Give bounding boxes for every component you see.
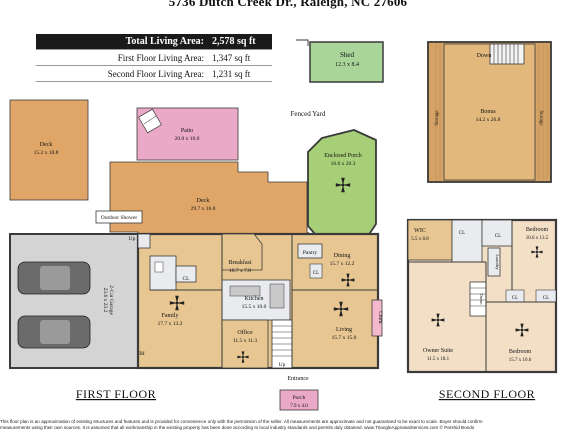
patio-furniture-icon: [138, 108, 162, 134]
bedroom-closet-label: CL: [543, 296, 549, 301]
shed-dims: 12.3 x 8.4: [335, 62, 359, 68]
footer-url[interactable]: www.TriangleAppraisalServices.com: [364, 425, 439, 430]
main-deck-dims: 29.7 x 16.8: [191, 206, 216, 212]
property-address: 5736 Dutch Creek Dr., Raleigh, NC 27606: [168, 0, 408, 9]
wic-label: WIC: [414, 228, 426, 234]
bedroom-top-dims: 10.6 x 13.5: [526, 236, 549, 241]
front-porch-area: [279, 389, 319, 411]
second-floor-area-row: Second Floor Living Area: 1,231 sq ft: [36, 65, 272, 82]
hall-closet-label: CL: [495, 234, 501, 239]
breakfast-dims: 10.7 x 7.8: [229, 268, 251, 274]
total-living-area-value: 2,578 sq ft: [208, 34, 272, 50]
dining-closet-label: CL: [313, 271, 319, 276]
enclosed-porch-label: Enclosed Porch: [324, 153, 362, 159]
chimney-label: Chim.: [377, 311, 383, 325]
left-deck-label: Deck: [40, 142, 53, 148]
kitchen-dims: 15.5 x 10.0: [242, 304, 267, 310]
owner-suite-dims: 11.5 x 18.1: [427, 357, 450, 362]
bonus-label: Bonus: [480, 109, 496, 115]
bonus-down-label: Down: [477, 53, 492, 59]
left-deck-area: [9, 99, 89, 201]
car-icon: [17, 261, 91, 295]
wic-dims: 5.5 x 8.8: [411, 237, 429, 242]
disclaimer-footer: This floor plan is an approximation of e…: [0, 419, 576, 431]
first-floor-area-label: First Floor Living Area:: [36, 49, 208, 66]
garage-label: 2-Car Garage: [108, 285, 114, 315]
garage-up-label: Up: [129, 236, 136, 242]
garage-closet-label: CL: [182, 276, 190, 282]
living-label: Living: [336, 327, 352, 333]
shed-area: [309, 41, 384, 83]
family-dims: 17.7 x 13.2: [158, 321, 183, 327]
patio-dims: 20.0 x 10.0: [175, 136, 200, 142]
garage-dims: 23.6 x 23.2: [102, 288, 108, 313]
total-living-area-label: Total Living Area:: [36, 34, 208, 50]
disclaimer-line-2-text: measurements using their own sources. It…: [0, 425, 363, 430]
disclaimer-line-1: This floor plan is an approximation of e…: [0, 419, 483, 424]
stairs-up-label: Up: [279, 362, 286, 368]
living-area-summary: Total Living Area: 2,578 sq ft First Flo…: [36, 34, 272, 82]
dining-label: Dining: [334, 253, 351, 259]
owner-suite-label: Owner Suite: [423, 348, 453, 354]
first-floor-area-row: First Floor Living Area: 1,347 sq ft: [36, 49, 272, 66]
living-dims: 15.7 x 15.0: [332, 335, 357, 341]
fenced-yard-label: Fenced Yard: [291, 110, 326, 118]
bedroom-bottom-dims: 15.7 x 10.6: [509, 358, 532, 363]
first-floor-area-value: 1,347 sq ft: [208, 49, 272, 66]
family-label: Family: [161, 313, 178, 319]
outdoor-shower-label: Outdoor Shower: [101, 215, 138, 221]
disclaimer-line-2: measurements using their own sources. It…: [0, 425, 576, 431]
storage-left-label: Storage: [435, 110, 440, 126]
pantry-label: Pantry: [303, 250, 318, 256]
second-floor-area-label: Second Floor Living Area:: [36, 65, 208, 82]
bedroom-bottom-label: Bedroom: [509, 349, 532, 355]
second-floor-title: SECOND FLOOR: [439, 387, 535, 401]
footer-credit: © Parshid Bondo: [439, 425, 475, 430]
patio-label: Patio: [181, 128, 193, 134]
office-label: Office: [237, 329, 253, 336]
laundry-label: Laundry: [495, 254, 500, 270]
landing-closet-label: CL: [512, 296, 518, 301]
bath-closet-label: CL: [459, 231, 465, 236]
second-floor-down-label: Down: [479, 294, 484, 306]
left-deck-dims: 15.2 x 18.8: [34, 150, 59, 156]
main-deck-label: Deck: [197, 198, 210, 204]
kitchen-label: Kitchen: [245, 296, 264, 302]
bedroom-top-label: Bedroom: [526, 227, 549, 233]
first-floor-title: FIRST FLOOR: [76, 387, 156, 401]
porch-dims: 7.9 x 4.0: [290, 404, 308, 409]
main-deck-area: [109, 161, 321, 248]
breakfast-label: Breakfast: [229, 259, 252, 266]
office-dims: 11.5 x 11.3: [233, 338, 258, 344]
entrance-label: Entrance: [287, 376, 309, 382]
built-in-label: BI: [139, 351, 145, 357]
storage-right-label: Storage: [538, 110, 543, 126]
shed-label: Shed: [340, 51, 355, 59]
porch-label: Porch: [293, 395, 306, 401]
total-living-area-row: Total Living Area: 2,578 sq ft: [36, 34, 272, 50]
outdoor-shower-area: [95, 210, 143, 224]
bonus-dims: 14.2 x 26.8: [476, 117, 501, 123]
dining-dims: 15.7 x 12.2: [330, 261, 355, 267]
car-icon: [17, 315, 91, 349]
enclosed-porch-dims: 16.6 x 20.3: [331, 161, 356, 167]
second-floor-area-value: 1,231 sq ft: [208, 65, 272, 82]
